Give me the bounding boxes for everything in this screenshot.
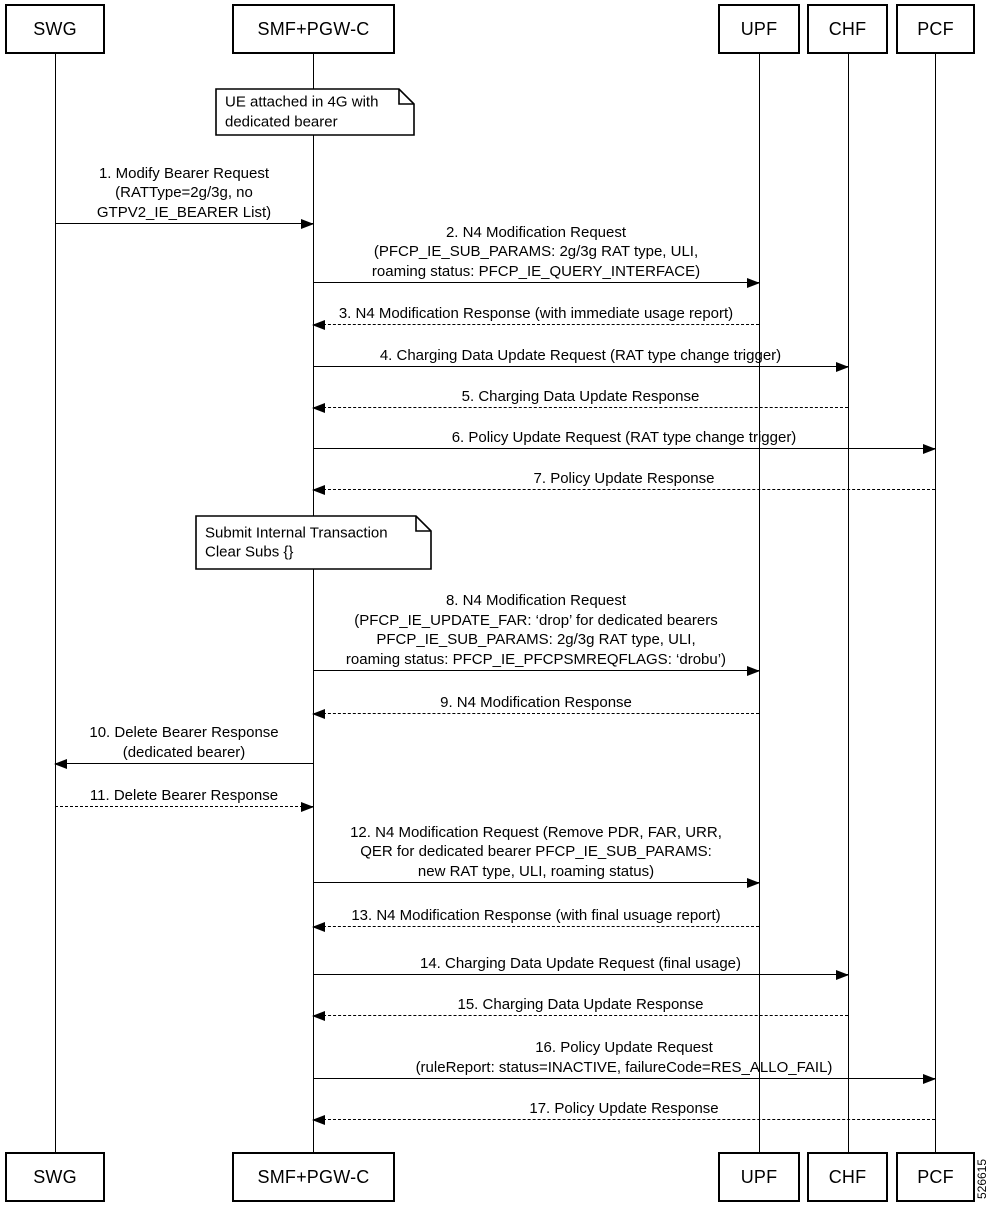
arrowhead-icon	[301, 802, 314, 812]
actor-upf-top: UPF	[718, 4, 800, 54]
arrowhead-icon	[747, 878, 760, 888]
arrowhead-icon	[923, 444, 936, 454]
message-line	[313, 448, 935, 450]
message-line	[55, 763, 313, 765]
arrowhead-icon	[312, 485, 325, 495]
arrowhead-icon	[301, 219, 314, 229]
arrowhead-icon	[312, 922, 325, 932]
message-label: 3. N4 Modification Response (with immedi…	[338, 304, 734, 322]
message-line	[313, 282, 759, 284]
actor-label: CHF	[828, 18, 867, 39]
arrowhead-icon	[836, 362, 849, 372]
message-line	[313, 407, 848, 409]
message-line	[313, 366, 848, 368]
message-label: 14. Charging Data Update Request (final …	[419, 954, 742, 972]
message-line	[313, 489, 935, 491]
message-line	[313, 1078, 935, 1080]
arrowhead-icon	[312, 1011, 325, 1021]
actor-label: SWG	[33, 18, 77, 39]
message-label: 17. Policy Update Response	[529, 1099, 719, 1117]
arrowhead-icon	[923, 1074, 936, 1084]
note-text: Submit Internal Transaction Clear Subs {…	[205, 524, 388, 561]
note-shape-icon	[195, 515, 432, 570]
message-label: 2. N4 Modification Request (PFCP_IE_SUB_…	[371, 223, 701, 280]
lifeline-pcf	[935, 54, 936, 1152]
message-line	[313, 1015, 848, 1017]
actor-label: CHF	[828, 1166, 867, 1187]
note-shape-icon	[215, 88, 415, 136]
arrowhead-icon	[836, 970, 849, 980]
actor-label: SWG	[33, 1166, 77, 1187]
message-label: 16. Policy Update Request (ruleReport: s…	[415, 1039, 833, 1076]
message-label: 12. N4 Modification Request (Remove PDR,…	[350, 823, 722, 880]
message-label: 4. Charging Data Update Request (RAT typ…	[379, 346, 782, 364]
message-label: 13. N4 Modification Response (with final…	[351, 906, 721, 924]
actor-pcf-bottom: PCF	[896, 1152, 975, 1202]
actor-swg-bottom: SWG	[5, 1152, 105, 1202]
actor-label: UPF	[740, 18, 778, 39]
note-ue-attached: UE attached in 4G with dedicated bearer	[215, 88, 415, 136]
actor-smf-pgw-c-top: SMF+PGW-C	[232, 4, 395, 54]
arrowhead-icon	[747, 278, 760, 288]
message-label: 5. Charging Data Update Response	[461, 387, 700, 405]
message-line	[313, 1119, 935, 1121]
actor-label: SMF+PGW-C	[257, 18, 370, 39]
message-line	[55, 223, 313, 225]
actor-swg-top: SWG	[5, 4, 105, 54]
message-label: 15. Charging Data Update Response	[457, 995, 704, 1013]
figure-number: 526615	[975, 1158, 989, 1200]
arrowhead-icon	[312, 1115, 325, 1125]
message-label: 9. N4 Modification Response	[440, 693, 632, 711]
lifeline-swg	[55, 54, 56, 1152]
arrowhead-icon	[312, 320, 325, 330]
actor-label: SMF+PGW-C	[257, 1166, 370, 1187]
actor-chf-top: CHF	[807, 4, 888, 54]
actor-chf-bottom: CHF	[807, 1152, 888, 1202]
message-line	[313, 974, 848, 976]
message-label: 7. Policy Update Response	[533, 469, 715, 487]
message-line	[313, 324, 759, 326]
message-label: 11. Delete Bearer Response	[89, 786, 279, 804]
message-line	[313, 882, 759, 884]
arrowhead-icon	[747, 666, 760, 676]
arrowhead-icon	[54, 759, 67, 769]
actor-label: PCF	[917, 1166, 954, 1187]
arrowhead-icon	[312, 403, 325, 413]
message-line	[55, 806, 313, 808]
actor-upf-bottom: UPF	[718, 1152, 800, 1202]
actor-label: UPF	[740, 1166, 778, 1187]
message-line	[313, 713, 759, 715]
message-label: 10. Delete Bearer Response (dedicated be…	[89, 724, 279, 761]
actor-pcf-top: PCF	[896, 4, 975, 54]
lifeline-upf	[759, 54, 760, 1152]
arrowhead-icon	[312, 709, 325, 719]
actor-label: PCF	[917, 18, 954, 39]
note-submit-internal-transaction: Submit Internal Transaction Clear Subs {…	[195, 515, 432, 570]
lifeline-smf-pgw-c	[313, 54, 314, 1152]
message-line	[313, 926, 759, 928]
message-line	[313, 670, 759, 672]
actor-smf-pgw-c-bottom: SMF+PGW-C	[232, 1152, 395, 1202]
lifeline-chf	[848, 54, 849, 1152]
message-label: 1. Modify Bearer Request (RATType=2g/3g,…	[96, 164, 272, 221]
message-label: 8. N4 Modification Request (PFCP_IE_UPDA…	[345, 592, 727, 668]
message-label: 6. Policy Update Request (RAT type chang…	[451, 428, 797, 446]
note-text: UE attached in 4G with dedicated bearer	[225, 93, 379, 131]
